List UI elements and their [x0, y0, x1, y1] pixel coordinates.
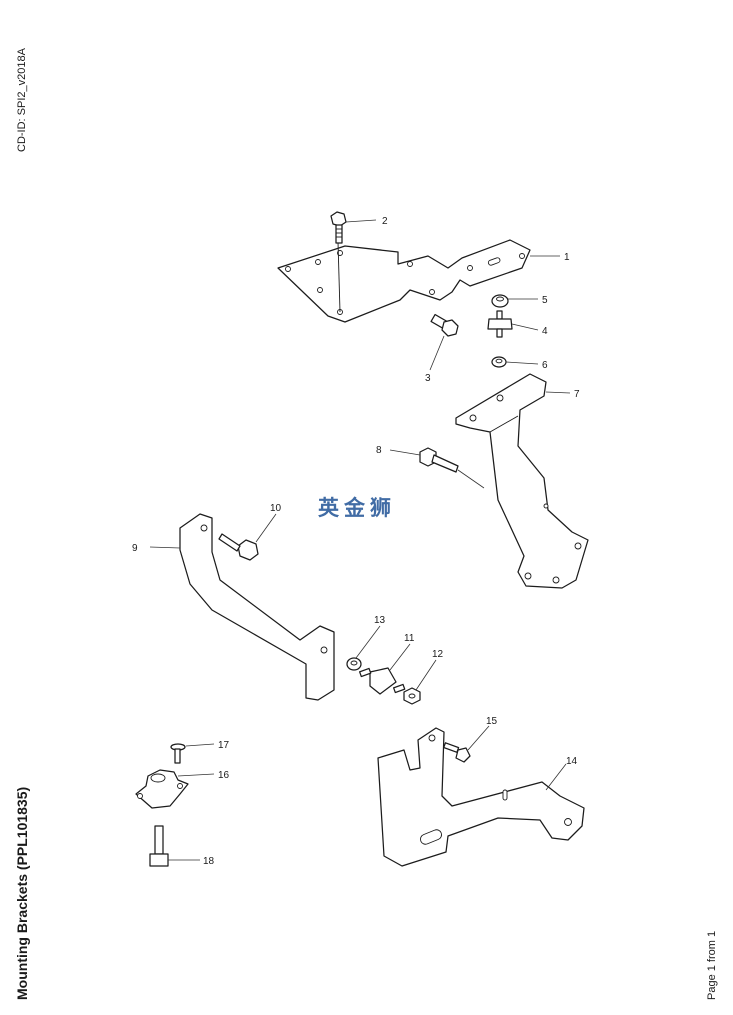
- part-10-bolt: [218, 533, 259, 561]
- part-1-upper-bracket: [277, 239, 531, 323]
- part-18-bolt: [149, 825, 169, 867]
- part-6-washer: [491, 356, 507, 368]
- part-12-nut: [403, 687, 421, 705]
- part-17-screw: [170, 743, 186, 764]
- callout-numbers: 1 2 3 4 5 6 7 8 9 10 11 12 13 14 15 16 1…: [132, 216, 580, 867]
- callout-3: 3: [425, 373, 431, 384]
- part-11-isolator: [358, 667, 406, 695]
- callout-11: 11: [404, 633, 415, 644]
- callout-6: 6: [542, 360, 548, 371]
- callout-5: 5: [542, 295, 548, 306]
- part-8-bolt: [419, 447, 459, 473]
- watermark-logo: 英金狮: [318, 496, 396, 520]
- callout-4: 4: [542, 326, 548, 337]
- part-4-isolator: [487, 310, 513, 338]
- callout-1: 1: [564, 252, 570, 263]
- callout-9: 9: [132, 543, 138, 554]
- part-7-bracket: [455, 373, 589, 589]
- part-15-bolt: [443, 742, 471, 763]
- part-13-washer: [346, 657, 362, 671]
- callout-10: 10: [270, 503, 282, 514]
- callout-7: 7: [574, 389, 580, 400]
- part-2-bolt: [330, 211, 347, 244]
- callout-17: 17: [218, 740, 230, 751]
- callout-18: 18: [203, 856, 215, 867]
- part-14-bracket: [377, 727, 585, 867]
- callout-13: 13: [374, 615, 386, 626]
- callout-15: 15: [486, 716, 498, 727]
- part-16-mount: [135, 769, 189, 809]
- callout-2: 2: [382, 216, 388, 227]
- leader-lines: [149, 219, 571, 861]
- callout-16: 16: [218, 770, 230, 781]
- part-5-nut: [491, 294, 509, 308]
- callout-12: 12: [432, 649, 444, 660]
- callout-14: 14: [566, 756, 578, 767]
- part-3-bolt: [430, 313, 459, 337]
- callout-8: 8: [376, 445, 382, 456]
- part-9-bracket: [179, 513, 335, 701]
